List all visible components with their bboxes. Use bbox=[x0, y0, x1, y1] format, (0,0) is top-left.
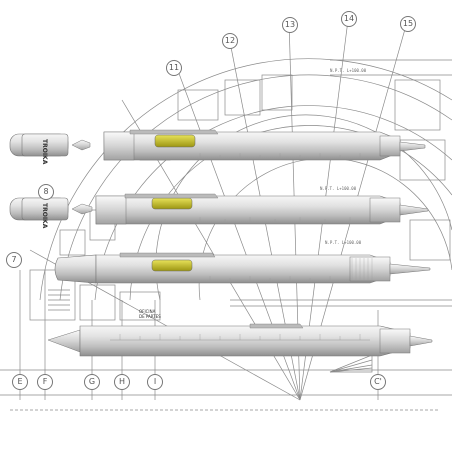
pen-3 bbox=[54, 252, 431, 284]
level-label-2: N.P.T. L+100.00 bbox=[320, 186, 357, 191]
cap-brand-2: TROIKA bbox=[41, 203, 48, 229]
grid-label-14: 14 bbox=[341, 11, 357, 27]
room-label-line-2: DE PARTES bbox=[139, 314, 161, 319]
room-label: OFICINA DE PARTES bbox=[139, 309, 161, 319]
grid-label-h: H bbox=[114, 374, 130, 390]
cap-brand-1: TROIKA bbox=[41, 139, 48, 165]
pen-1 bbox=[9, 129, 426, 161]
pen-2 bbox=[9, 193, 429, 225]
grid-label-c-prime: C' bbox=[370, 374, 386, 390]
room-label-line-1: OFICINA bbox=[139, 309, 156, 314]
grid-label-11: 11 bbox=[166, 60, 182, 76]
level-label-1: N.P.T. L+100.00 bbox=[330, 68, 367, 73]
pen-4 bbox=[47, 323, 433, 357]
grid-label-7: 7 bbox=[6, 252, 22, 268]
grid-label-8: 8 bbox=[38, 184, 54, 200]
grid-label-f: F bbox=[37, 374, 53, 390]
grid-label-i: I bbox=[147, 374, 163, 390]
grid-label-15: 15 bbox=[400, 16, 416, 32]
grid-label-e: E bbox=[12, 374, 28, 390]
grid-label-13: 13 bbox=[282, 17, 298, 33]
grid-label-12: 12 bbox=[222, 33, 238, 49]
level-label-3: N.P.T. L+100.00 bbox=[325, 240, 362, 245]
grid-label-g: G bbox=[84, 374, 100, 390]
